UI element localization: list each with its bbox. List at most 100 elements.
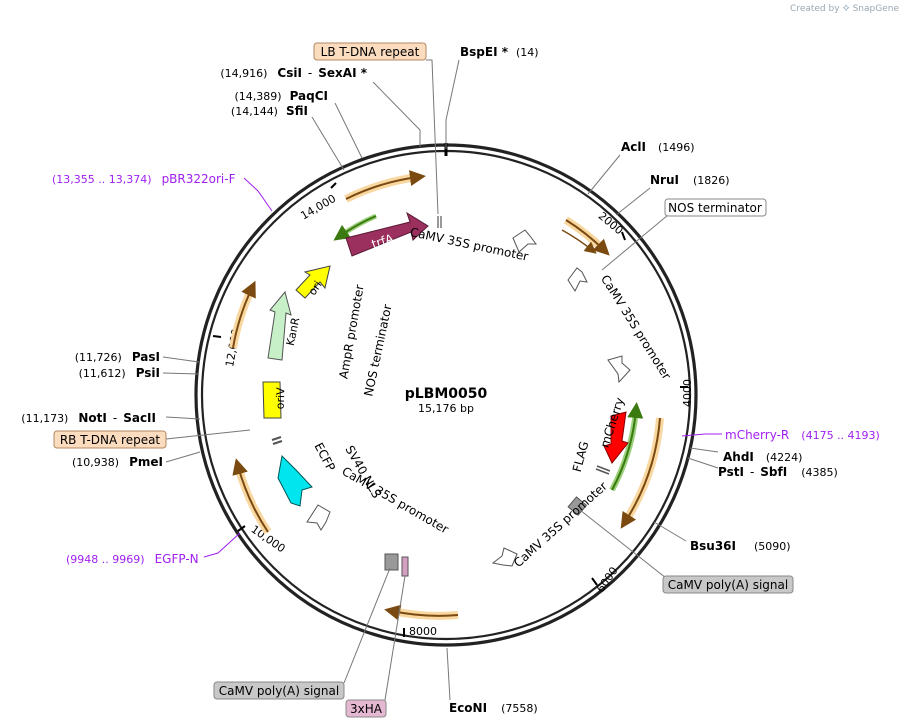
leader-nos-term <box>601 214 669 271</box>
enzyme-nrui: NruI (1826) <box>650 173 730 187</box>
oriV-feature <box>262 381 282 419</box>
primer-leader-pbr322 <box>243 177 273 212</box>
flag-label: FLAG <box>570 440 592 474</box>
feature-track-arrows <box>229 170 664 621</box>
leader-camv-right <box>579 509 667 579</box>
tick-12000 <box>212 335 222 338</box>
oriV-label: oriV <box>274 387 288 410</box>
3xha-block <box>401 556 409 577</box>
leader-sfii <box>311 116 345 171</box>
enzyme-paqci-name: PaqCI <box>290 89 328 103</box>
trfA-label: trfA <box>370 231 396 251</box>
leader-noti <box>165 416 201 420</box>
primer-egfp-range: (9948 .. 9969) <box>66 553 145 566</box>
primer-mcherry-r: mCherry-R(4175 .. 4193) <box>725 428 880 442</box>
enzyme-bsu36i-name: Bsu36I <box>690 539 736 553</box>
enzyme-sacii-name: SacII <box>123 411 156 425</box>
enzyme-psii-name: PsiI <box>136 366 160 380</box>
camv-polyA-bottom-label: CaMV poly(A) signal <box>219 684 339 698</box>
ampr-promoter-label: AmpR promoter <box>336 284 366 380</box>
enzyme-bspei: BspEI * (14) <box>460 45 539 59</box>
trfA-feature <box>345 211 429 257</box>
enzyme-bsu36i: Bsu36I(5090) <box>690 539 791 553</box>
ori-feature <box>295 265 331 299</box>
snapgene-credit: Created by ⟡ SnapGene <box>790 1 899 15</box>
enzyme-bspei-pos: (14) <box>516 46 539 59</box>
promoter-arrow-3 <box>607 355 631 384</box>
enzyme-pmei-pos: (10,938) <box>72 456 119 469</box>
enzyme-bspei-name: BspEI * <box>460 45 509 59</box>
ECFP-feature <box>277 454 313 507</box>
enzyme-psti-sbfi: PstI-SbfI(4385) <box>718 465 838 479</box>
enzyme-ahdi: AhdI (4224) <box>723 450 802 464</box>
enzyme-ahdi-name: AhdI <box>723 450 754 464</box>
leader-bspei <box>445 59 460 149</box>
leader-pasi <box>162 356 200 363</box>
camv-polyA-bottom-box <box>213 681 345 700</box>
enzyme-econi-pos: (7558) <box>501 702 538 715</box>
camv-polyA-right-label: CaMV poly(A) signal <box>668 578 788 592</box>
lb-region-arrow <box>344 173 419 203</box>
leader-camv-bottom <box>343 567 391 684</box>
leader-nrui <box>615 187 651 216</box>
primer-pbr322-range: (13,355 .. 13,374) <box>52 173 152 186</box>
camv35s-label-1: CaMV 35S promoter <box>409 225 530 264</box>
enzyme-acli-name: AclI <box>621 140 646 154</box>
enzyme-pmei-name: PmeI <box>129 455 163 469</box>
leader-paqci <box>334 102 363 159</box>
enzyme-psti-name: PstI <box>718 465 744 479</box>
enzyme-acli-pos: (1496) <box>658 141 695 154</box>
snapgene-logo-icon: ⟡ <box>842 1 850 14</box>
leader-ahdi <box>689 447 719 453</box>
camv35s-label-2: CaMV 35S promoter <box>598 272 674 382</box>
leader-lb <box>426 59 439 215</box>
right-orf-arrow-2 <box>561 229 597 254</box>
promoter-arrow-2 <box>567 267 588 293</box>
tick-6000 <box>591 577 598 586</box>
tick-2000 <box>621 231 626 241</box>
enzyme-sbfi-name: SbfI <box>760 465 787 479</box>
enzyme-csii-sexai: (14,916)CsiI-SexAI * <box>220 66 367 80</box>
sv40-nls-mark <box>271 436 282 441</box>
ecfp-label: ECFP <box>311 440 337 473</box>
plasmid-name: pLBM0050 <box>405 386 488 402</box>
nos-terminator-box-label: NOS terminator <box>668 201 762 215</box>
enzyme-pasi-name: PasI <box>132 350 160 364</box>
nos-terminator-box <box>664 198 767 217</box>
enzyme-nrui-name: NruI <box>650 173 679 187</box>
inner-labels: CaMV 35S promoter CaMV 35S promoter FLAG… <box>311 225 673 570</box>
KanR-label: KanR <box>284 316 303 347</box>
enzyme-acli: AclI (1496) <box>621 140 695 154</box>
promoter-arrow-4 <box>491 547 518 567</box>
leader-bsu36i <box>653 521 687 542</box>
leader-rb <box>165 429 251 440</box>
flag-mark <box>596 465 611 472</box>
enzyme-nrui-pos: (1826) <box>693 174 730 187</box>
boxed-feature-labels: LB T-DNA repeat NOS terminator CaMV poly… <box>53 42 794 718</box>
enzyme-psii-pos: (11,612) <box>79 367 126 380</box>
enzyme-pasi: (11,726)PasI <box>75 350 160 364</box>
primer-mcherry-range: (4175 .. 4193) <box>801 429 880 442</box>
leader-pmei <box>165 451 201 463</box>
left-orf-arrow-upper <box>229 286 256 349</box>
KanR-feature <box>267 290 292 361</box>
enzyme-econi-name: EcoNI <box>449 701 487 715</box>
plasmid-length: 15,176 bp <box>418 402 474 415</box>
enzyme-ahdi-pos: (4224) <box>766 451 803 464</box>
primer-pbr322-name: pBR322ori-F <box>162 172 236 186</box>
leader-psii <box>162 372 200 375</box>
primer-pbr322ori-f: (13,355 .. 13,374) pBR322ori-F <box>52 172 236 186</box>
enzyme-paqci: (14,389)PaqCI <box>234 89 328 103</box>
3xha-label: 3xHA <box>350 702 383 716</box>
promoter-arrow-5 <box>306 504 331 531</box>
enzyme-csii-name: CsiI <box>277 66 302 80</box>
leader-psti <box>687 457 719 469</box>
enzyme-pmei: (10,938) PmeI <box>72 455 163 469</box>
enzyme-psti-pos: (4385) <box>801 466 838 479</box>
enzyme-noti-sacii: (11,173)NotI-SacII <box>21 411 156 425</box>
primer-leader-egfp <box>203 532 241 558</box>
credit-brand: SnapGene <box>852 4 899 14</box>
enzyme-labels: BspEI * (14) AclI (1496) NruI (1826) AhdI (4… <box>21 45 838 715</box>
camv35s-label-4: CaMV 35S promoter <box>340 464 451 536</box>
